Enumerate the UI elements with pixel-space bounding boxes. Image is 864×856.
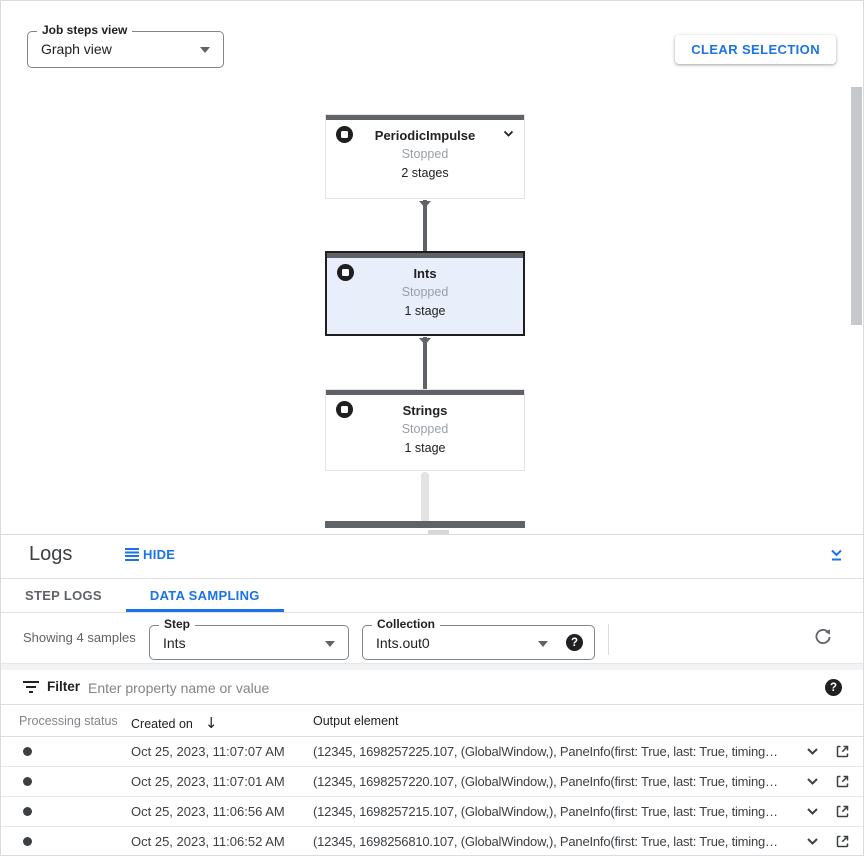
open-in-new-icon[interactable] xyxy=(835,744,850,759)
toolbar-separator xyxy=(1,663,863,670)
filter-help-icon[interactable] xyxy=(825,679,842,696)
edge-periodicimpulse-to-ints xyxy=(423,200,427,251)
node-title: Ints xyxy=(413,266,437,281)
dropdown-arrow-icon xyxy=(538,641,548,647)
collection-select-value: Ints.out0 xyxy=(376,635,430,651)
created-on-cell: Oct 25, 2023, 11:07:01 AM xyxy=(131,774,285,789)
graph-vertical-scrollbar[interactable] xyxy=(851,87,862,325)
node-stages: 2 stages xyxy=(401,166,449,180)
sampling-toolbar: Showing 4 samples Step Ints Collection I… xyxy=(1,613,863,663)
created-on-cell: Oct 25, 2023, 11:06:52 AM xyxy=(131,834,285,849)
node-top-bar xyxy=(327,253,523,258)
table-row[interactable]: Oct 25, 2023, 11:07:07 AM (12345, 169825… xyxy=(1,737,863,767)
created-on-cell: Oct 25, 2023, 11:06:56 AM xyxy=(131,804,285,819)
table-row[interactable]: Oct 25, 2023, 11:06:56 AM (12345, 169825… xyxy=(1,797,863,827)
expand-row-chevron-icon[interactable] xyxy=(804,773,821,790)
open-in-new-icon[interactable] xyxy=(835,804,850,819)
node-top-bar xyxy=(326,115,524,120)
stopped-status-icon xyxy=(336,126,353,143)
output-element-cell: (12345, 1698257225.107, (GlobalWindow,),… xyxy=(313,744,778,759)
step-select[interactable]: Step Ints xyxy=(149,617,349,660)
graph-node-periodicimpulse[interactable]: PeriodicImpulse Stopped 2 stages xyxy=(325,114,525,199)
sample-count-text: Showing 4 samples xyxy=(23,630,136,645)
collection-select[interactable]: Collection Ints.out0 xyxy=(362,617,595,660)
node-title: PeriodicImpulse xyxy=(374,128,476,143)
logs-panel: Logs HIDE STEP LOGS DATA SAMPLING Showin… xyxy=(1,534,863,855)
node-stages: 1 stage xyxy=(404,441,446,455)
job-steps-view-label: Job steps view xyxy=(37,23,133,37)
job-steps-view-value: Graph view xyxy=(41,41,112,57)
step-select-value: Ints xyxy=(163,635,186,651)
logs-tabs: STEP LOGS DATA SAMPLING xyxy=(1,579,863,613)
processing-status-dot xyxy=(23,807,32,816)
edge-strings-to-next xyxy=(421,472,429,521)
tab-step-logs[interactable]: STEP LOGS xyxy=(25,588,102,603)
node-status: Stopped xyxy=(401,147,449,161)
processing-status-dot xyxy=(23,747,32,756)
open-in-new-icon[interactable] xyxy=(835,834,850,849)
dropdown-arrow-icon xyxy=(325,641,335,647)
toolbar-divider xyxy=(608,624,609,655)
filter-label: Filter xyxy=(47,679,81,694)
column-output-element: Output element xyxy=(313,714,399,728)
step-select-label: Step xyxy=(159,617,196,631)
partial-node-strip xyxy=(428,530,449,534)
job-steps-view-select[interactable]: Job steps view Graph view xyxy=(27,23,224,68)
hide-label: HIDE xyxy=(143,547,176,562)
filter-bar: Filter xyxy=(1,670,863,705)
hide-logs-button[interactable]: HIDE xyxy=(125,547,175,562)
output-element-cell: (12345, 1698256810.107, (GlobalWindow,),… xyxy=(313,834,778,849)
logs-panel-header: Logs HIDE xyxy=(1,535,863,579)
expand-row-chevron-icon[interactable] xyxy=(804,743,821,760)
collapse-panel-icon[interactable] xyxy=(828,546,845,563)
filter-icon xyxy=(23,681,39,693)
logs-title: Logs xyxy=(29,543,73,565)
collection-select-label: Collection xyxy=(372,617,441,631)
collection-help-icon[interactable] xyxy=(566,634,583,651)
expand-row-chevron-icon[interactable] xyxy=(804,833,821,850)
graph-node-strings[interactable]: Strings Stopped 1 stage xyxy=(325,389,525,471)
output-element-cell: (12345, 1698257220.107, (GlobalWindow,),… xyxy=(313,774,778,789)
created-on-cell: Oct 25, 2023, 11:07:07 AM xyxy=(131,744,285,759)
stopped-status-icon xyxy=(337,264,354,281)
processing-status-dot xyxy=(23,777,32,786)
node-status: Stopped xyxy=(401,422,449,436)
graph-node-ints-selected[interactable]: Ints Stopped 1 stage xyxy=(325,251,525,336)
processing-status-dot xyxy=(23,837,32,846)
edge-ints-to-strings xyxy=(423,337,427,389)
table-header: Processing status Created on↓ Output ele… xyxy=(1,705,863,737)
node-stages: 1 stage xyxy=(404,304,446,318)
stopped-status-icon xyxy=(336,401,353,418)
expand-row-chevron-icon[interactable] xyxy=(804,803,821,820)
sort-descending-icon: ↓ xyxy=(204,714,218,732)
node-title: Strings xyxy=(402,403,448,418)
partial-node-top-bar xyxy=(325,521,525,528)
table-row[interactable]: Oct 25, 2023, 11:06:52 AM (12345, 169825… xyxy=(1,827,863,855)
node-top-bar xyxy=(326,390,524,395)
refresh-icon[interactable] xyxy=(813,627,833,647)
table-row[interactable]: Oct 25, 2023, 11:07:01 AM (12345, 169825… xyxy=(1,767,863,797)
log-lines-icon xyxy=(125,548,139,561)
column-created-on[interactable]: Created on↓ xyxy=(131,714,218,732)
chevron-down-icon[interactable] xyxy=(501,126,516,141)
column-processing-status: Processing status xyxy=(19,714,118,728)
clear-selection-button[interactable]: CLEAR SELECTION xyxy=(675,35,836,64)
open-in-new-icon[interactable] xyxy=(835,774,850,789)
tab-data-sampling[interactable]: DATA SAMPLING xyxy=(126,579,284,612)
output-element-cell: (12345, 1698257215.107, (GlobalWindow,),… xyxy=(313,804,778,819)
filter-input[interactable] xyxy=(86,674,730,702)
node-status: Stopped xyxy=(401,285,449,299)
dropdown-arrow-icon xyxy=(200,47,210,53)
